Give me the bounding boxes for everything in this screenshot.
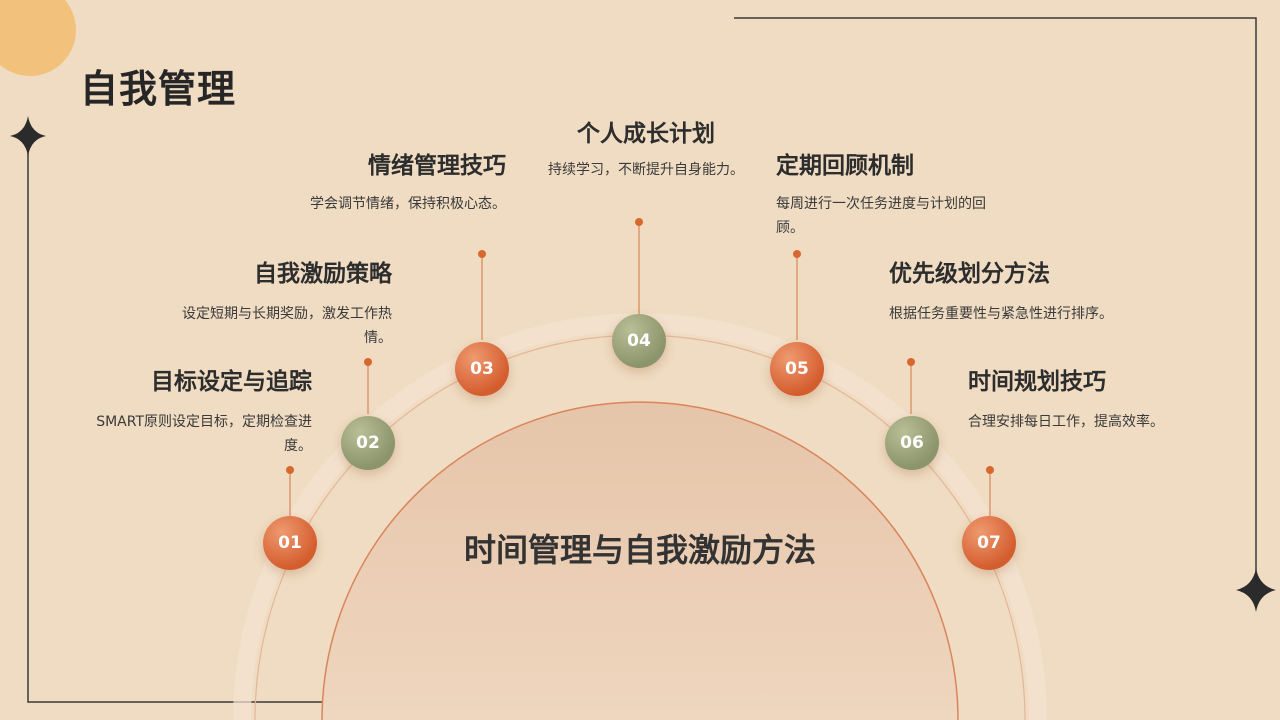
step-heading: 时间规划技巧	[968, 369, 1106, 395]
page-title: 自我管理	[80, 67, 237, 111]
step-label-03: 情绪管理技巧 学会调节情绪，保持积极心态。	[260, 146, 506, 216]
step-description: SMART原则设定目标，定期检查进度。	[96, 414, 312, 454]
step-heading: 定期回顾机制	[776, 153, 914, 179]
corner-sun-shape	[0, 0, 76, 76]
step-node-04: 04	[612, 314, 666, 368]
step-description: 设定短期与长期奖励，激发工作热情。	[182, 306, 392, 346]
step-label-06: 优先级划分方法 根据任务重要性与紧急性进行排序。	[889, 254, 1121, 326]
step-heading: 个人成长计划	[577, 121, 715, 147]
step-description: 根据任务重要性与紧急性进行排序。	[889, 306, 1113, 322]
frame-line-top-right	[734, 17, 1257, 580]
sparkle-star-icon	[10, 116, 46, 156]
step-node-03: 03	[455, 342, 509, 396]
step-node-07: 07	[962, 516, 1016, 570]
step-label-04: 个人成长计划 持续学习，不断提升自身能力。	[526, 114, 766, 182]
pin-dot	[793, 250, 801, 258]
step-heading: 情绪管理技巧	[368, 153, 506, 179]
pin-dot	[364, 358, 372, 366]
step-label-05: 定期回顾机制 每周进行一次任务进度与计划的回顾。	[776, 146, 1008, 240]
step-heading: 优先级划分方法	[889, 261, 1050, 287]
step-description: 持续学习，不断提升自身能力。	[548, 162, 744, 178]
pin-dot	[286, 466, 294, 474]
step-heading: 目标设定与追踪	[151, 369, 312, 395]
step-label-01: 目标设定与追踪 SMART原则设定目标，定期检查进度。	[90, 362, 312, 458]
step-heading: 自我激励策略	[254, 261, 392, 287]
center-title: 时间管理与自我激励方法	[463, 531, 816, 569]
step-description: 每周进行一次任务进度与计划的回顾。	[776, 196, 986, 236]
step-description: 合理安排每日工作，提高效率。	[968, 414, 1164, 430]
step-node-06: 06	[885, 416, 939, 470]
step-label-02: 自我激励策略 设定短期与长期奖励，激发工作热情。	[160, 254, 392, 350]
pin-dot	[478, 250, 486, 258]
center-dome	[322, 402, 958, 720]
pin-dot	[635, 218, 643, 226]
pin-dot	[986, 466, 994, 474]
step-label-07: 时间规划技巧 合理安排每日工作，提高效率。	[968, 362, 1208, 434]
step-node-02: 02	[341, 416, 395, 470]
step-node-05: 05	[770, 342, 824, 396]
step-node-01: 01	[263, 516, 317, 570]
step-description: 学会调节情绪，保持积极心态。	[310, 196, 506, 212]
pin-dot	[907, 358, 915, 366]
center-dome-outline	[321, 401, 959, 720]
sparkle-star-icon	[1236, 568, 1276, 612]
